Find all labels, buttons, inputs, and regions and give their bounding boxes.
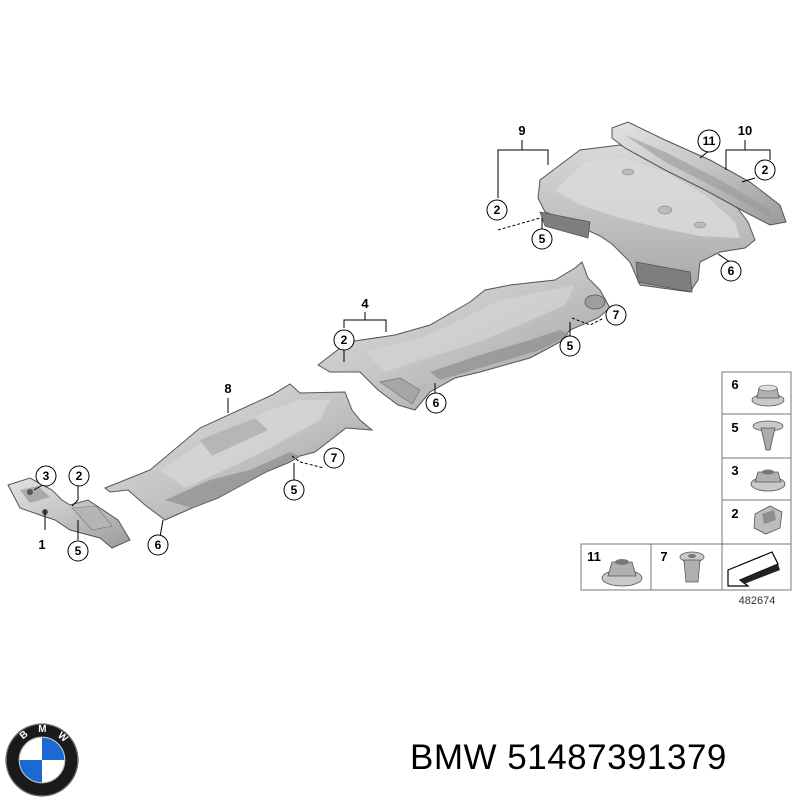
svg-text:2: 2 <box>76 469 83 483</box>
svg-text:4: 4 <box>361 296 369 311</box>
svg-text:6: 6 <box>731 377 738 392</box>
legend-item-5: 5 <box>731 420 784 451</box>
svg-text:1: 1 <box>38 537 45 552</box>
svg-text:6: 6 <box>728 264 735 278</box>
callout-5-part8: 5 <box>283 479 305 501</box>
svg-text:8: 8 <box>224 381 231 396</box>
part-10-bracket <box>611 121 787 226</box>
svg-text:9: 9 <box>518 123 525 138</box>
fastener-legend: 6 5 3 2 <box>580 371 792 607</box>
svg-text:6: 6 <box>433 396 440 410</box>
callout-7-part8: 7 <box>323 447 345 469</box>
expanding-rivet-icon <box>752 420 784 451</box>
diagram-reference-number: 482674 <box>739 595 776 607</box>
callout-2-part10: 2 <box>754 159 776 181</box>
callout-6-part4: 6 <box>425 392 447 414</box>
legend-item-3: 3 <box>731 463 786 492</box>
part-number-caption: BMW 51487391379 <box>410 738 727 777</box>
svg-text:5: 5 <box>731 420 738 435</box>
legend-item-6: 6 <box>731 377 785 407</box>
part-4-tunnel-shield <box>317 261 611 411</box>
callout-2-part4: 2 <box>333 329 355 351</box>
callout-8: 8 <box>224 381 231 396</box>
svg-text:5: 5 <box>291 483 298 497</box>
svg-text:5: 5 <box>539 232 546 246</box>
clip-nut-icon <box>753 505 783 535</box>
callout-4: 4 <box>361 296 369 311</box>
svg-text:3: 3 <box>731 463 738 478</box>
svg-text:M: M <box>38 724 46 735</box>
callout-3: 3 <box>35 465 57 487</box>
svg-text:10: 10 <box>738 123 752 138</box>
svg-text:2: 2 <box>494 203 501 217</box>
callout-10: 10 <box>738 123 752 138</box>
callout-6-part8: 6 <box>147 534 169 556</box>
svg-text:11: 11 <box>703 134 716 148</box>
svg-text:7: 7 <box>613 308 620 322</box>
legend-item-7: 7 <box>660 549 705 583</box>
callout-5-part9: 5 <box>531 228 553 250</box>
callout-5-part1: 5 <box>67 540 89 562</box>
part-4-leaders <box>343 312 605 393</box>
svg-text:5: 5 <box>567 339 574 353</box>
legend-item-11: 11 <box>587 549 643 587</box>
part-1-front-shield <box>7 477 131 549</box>
svg-text:3: 3 <box>43 469 50 483</box>
svg-text:11: 11 <box>587 549 601 564</box>
part-9-leaders <box>497 140 731 263</box>
callout-9: 9 <box>518 123 525 138</box>
callout-2-part1: 2 <box>68 465 90 487</box>
svg-text:2: 2 <box>731 506 738 521</box>
callout-1: 1 <box>38 537 45 552</box>
collar-nut-icon <box>601 559 643 587</box>
flange-nut-icon <box>751 384 785 407</box>
callout-2-part9: 2 <box>486 199 508 221</box>
svg-text:7: 7 <box>660 549 667 564</box>
svg-text:5: 5 <box>75 544 82 558</box>
svg-text:2: 2 <box>341 333 348 347</box>
svg-text:6: 6 <box>155 538 162 552</box>
legend-item-2: 2 <box>731 505 783 535</box>
hex-nut-icon <box>750 469 786 492</box>
push-clip-icon <box>679 551 705 583</box>
callout-5-part4: 5 <box>559 335 581 357</box>
svg-text:2: 2 <box>762 163 769 177</box>
part-8-leaders <box>159 398 325 538</box>
part-8-tunnel-shield <box>104 383 374 521</box>
callout-6-part9: 6 <box>720 260 742 282</box>
orientation-arrow-icon <box>727 551 780 587</box>
svg-text:7: 7 <box>331 451 338 465</box>
callout-7-part4: 7 <box>605 304 627 326</box>
callout-11: 11 <box>697 129 721 153</box>
bmw-logo-icon: B M W <box>5 723 79 797</box>
